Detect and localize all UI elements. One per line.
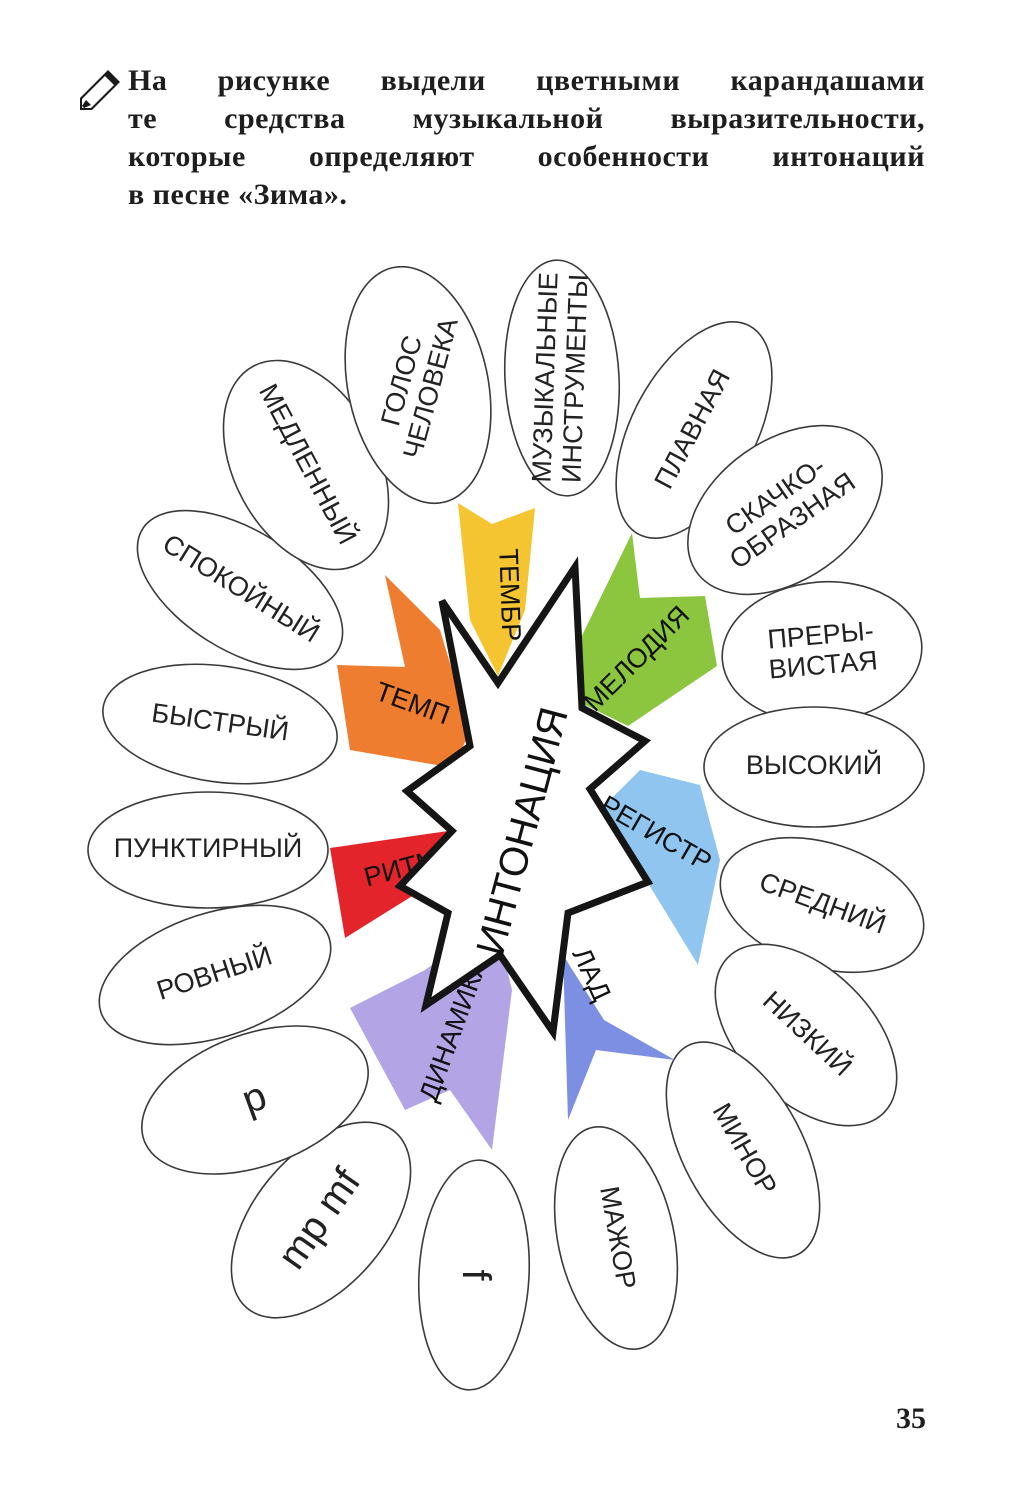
petal-быстрый: БЫСТРЫЙ (102, 663, 338, 785)
instruction-line-3: которые определяют особенности интонаций (128, 140, 925, 173)
petal-label: ПРЕРЫ-ВИСТАЯ (765, 615, 879, 684)
petal-shape (665, 1041, 821, 1259)
petal-пунктирный: ПУНКТИРНЫЙ (87, 791, 329, 909)
petal-label-line: ПУНКТИРНЫЙ (114, 832, 303, 863)
spike-тембр: ТЕМБР (458, 503, 535, 676)
petal-скачко-образная: СКАЧКО-ОБРАЗНАЯ (687, 424, 883, 596)
task-instruction: На рисунке выдели цветными карандашами т… (80, 62, 925, 214)
petal-shape (344, 265, 492, 505)
petal-label: МУЗЫКАЛЬНЫЕИНСТРУМЕНТЫ (526, 272, 593, 484)
center-star: ИНТОНАЦИЯ (394, 556, 654, 1042)
petal-label: ПУНКТИРНЫЙ (114, 832, 303, 863)
petal-label-line: ВЫСОКИЙ (746, 749, 882, 780)
petal-средний: СРЕДНИЙ (719, 836, 925, 974)
spike-shape (337, 575, 470, 768)
petal-мажор: МАЖОР (553, 1126, 679, 1350)
petal-shape (503, 259, 621, 497)
petal-label-line: МУЗЫКАЛЬНЫЕ (526, 272, 563, 483)
spike-shape (563, 955, 675, 1120)
petal-shape (417, 1159, 531, 1391)
petal-shape (230, 1121, 412, 1319)
petal-shape (553, 1126, 679, 1350)
spike-shape (600, 770, 720, 965)
spike-shape (458, 503, 535, 676)
spike-лад: ЛАД (563, 943, 675, 1120)
petal-f: f (417, 1159, 531, 1391)
petal-ровный: РОВНЫЙ (98, 904, 332, 1046)
petal-label: ВЫСОКИЙ (746, 749, 882, 780)
spike-shape (575, 533, 717, 726)
petal-минор: МИНОР (665, 1041, 821, 1259)
instruction-line-4: в песне «Зима». (128, 178, 348, 211)
petal-label-line: f (454, 1269, 498, 1281)
pencil-icon (78, 68, 122, 122)
instruction-line-2: те средства музыкальной выразительности, (128, 102, 925, 135)
petal-shape (102, 663, 338, 785)
petal-shape (703, 706, 925, 828)
petal-музыкальные-инструменты: МУЗЫКАЛЬНЫЕИНСТРУМЕНТЫ (503, 259, 621, 497)
petal-label-line: ИНСТРУМЕНТЫ (556, 274, 593, 484)
spike-темп: ТЕМП (337, 575, 470, 768)
petal-mp-mf: mp mf (230, 1121, 412, 1319)
page-number: 35 (896, 1402, 926, 1435)
petal-shape (87, 791, 329, 909)
petal-высокий: ВЫСОКИЙ (703, 706, 925, 828)
petal-p: p (141, 1025, 369, 1175)
petal-shape (687, 424, 883, 596)
intonation-star-shape (394, 556, 654, 1042)
petal-преры-вистая: ПРЕРЫ-ВИСТАЯ (721, 580, 923, 724)
spike-label: ТЕМБР (493, 548, 526, 642)
petal-голос-человека: ГОЛОСЧЕЛОВЕКА (344, 265, 492, 505)
petal-shape (141, 1025, 369, 1175)
instruction-line-1: На рисунке выдели цветными карандашами (128, 64, 925, 97)
petal-label: f (454, 1269, 498, 1281)
petal-shape (98, 904, 332, 1046)
